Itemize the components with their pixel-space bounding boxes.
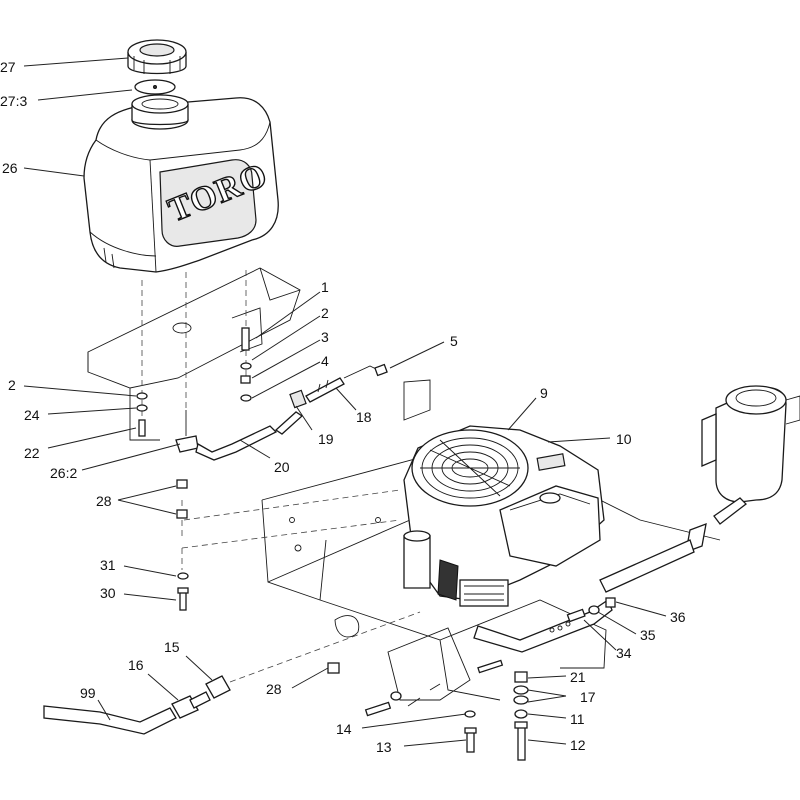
callout-14: 14 [336,721,352,737]
callout-26-2: 26:2 [50,465,77,481]
callout-36: 36 [670,609,686,625]
callout-34: 34 [616,645,632,661]
leader-lines [23,57,667,747]
callout-18: 18 [356,409,372,425]
fuel-line-hose [195,363,388,461]
callout-27-3: 27:3 [0,93,27,109]
cap-gasket [134,79,176,95]
callout-20: 20 [274,459,290,475]
nut-set-upper [176,479,401,549]
fuel-outlet-fitting [175,410,199,453]
callout-4: 4 [321,353,329,369]
tank-filler-neck [131,94,189,130]
exhaust-hardware [549,597,616,633]
fuel-tank: TORO [83,97,279,273]
nut-lower [327,662,340,674]
callout-15: 15 [164,639,180,655]
tank-mount-plate [87,267,301,441]
callout-2-lower: 2 [8,377,16,393]
callout-19: 19 [318,431,334,447]
fastener-stack-left [136,392,148,437]
callout-10: 10 [616,431,632,447]
callout-31: 31 [100,557,116,573]
bolt-stack-lower-right [513,671,529,761]
callout-22: 22 [24,445,40,461]
callout-99: 99 [80,685,96,701]
callout-26: 26 [2,160,18,176]
callout-35: 35 [640,627,656,643]
callout-21: 21 [570,669,586,685]
callout-30: 30 [100,585,116,601]
fuel-filter [171,611,421,719]
engine [403,425,605,607]
callout-27: 27 [0,59,16,75]
callout-17: 17 [580,689,596,705]
bolt-stack-lower-left [364,659,504,753]
callout-labels: 27 27:3 26 1 2 3 4 5 2 24 22 26:2 18 19 … [0,59,686,755]
callout-13: 13 [376,739,392,755]
callout-5: 5 [450,333,458,349]
fastener-stack-right [240,327,252,402]
callout-28-lower: 28 [266,681,282,697]
washer-31 [177,572,189,580]
callout-2-upper: 2 [321,305,329,321]
callout-28-upper: 28 [96,493,112,509]
fuel-cap [127,39,187,75]
callout-3: 3 [321,329,329,345]
callout-9: 9 [540,385,548,401]
callout-1: 1 [321,279,329,295]
bolt-30 [177,587,189,611]
callout-12: 12 [570,737,586,753]
callout-24: 24 [24,407,40,423]
callout-16: 16 [128,657,144,673]
exhaust-pipe [473,497,747,653]
callout-11: 11 [570,711,585,727]
muffler [701,385,800,503]
